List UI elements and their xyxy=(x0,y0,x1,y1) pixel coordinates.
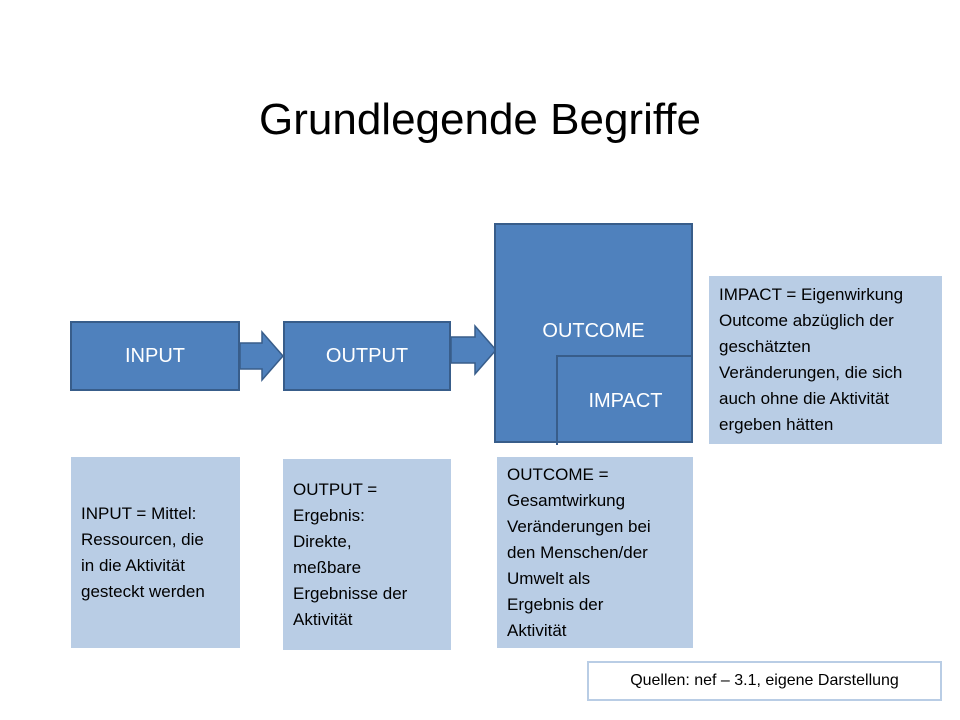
input-label: INPUT xyxy=(125,344,185,367)
output-note: OUTPUT = Ergebnis: Direkte, meßbare Erge… xyxy=(283,459,451,650)
arrow-output-outcome xyxy=(451,324,497,376)
outcome-note: OUTCOME = Gesamtwirkung Veränderungen be… xyxy=(497,457,693,648)
source-box: Quellen: nef – 3.1, eigene Darstellung xyxy=(587,661,942,701)
output-note-text: OUTPUT = Ergebnis: Direkte, meßbare Erge… xyxy=(293,479,408,629)
input-note: INPUT = Mittel: Ressourcen, die in die A… xyxy=(71,457,240,648)
outcome-note-text: OUTCOME = Gesamtwirkung Veränderungen be… xyxy=(507,464,651,640)
outcome-label: OUTCOME xyxy=(542,320,645,342)
source-text: Quellen: nef – 3.1, eigene Darstellung xyxy=(630,672,899,689)
input-box: INPUT xyxy=(70,321,240,391)
impact-note-text: IMPACT = Eigenwirkung Outcome abzüglich … xyxy=(719,285,904,434)
output-label: OUTPUT xyxy=(325,344,409,367)
input-note-text: INPUT = Mittel: Ressourcen, die in die A… xyxy=(81,503,205,601)
impact-box: IMPACT xyxy=(556,355,693,445)
impact-note: IMPACT = Eigenwirkung Outcome abzüglich … xyxy=(709,276,942,444)
outcome-box: OUTCOME IMPACT xyxy=(494,223,693,445)
slide-title: Grundlegende Begriffe xyxy=(259,95,701,144)
output-box: OUTPUT xyxy=(283,321,451,391)
arrow-input-output xyxy=(240,330,284,382)
impact-label: IMPACT xyxy=(588,389,663,412)
